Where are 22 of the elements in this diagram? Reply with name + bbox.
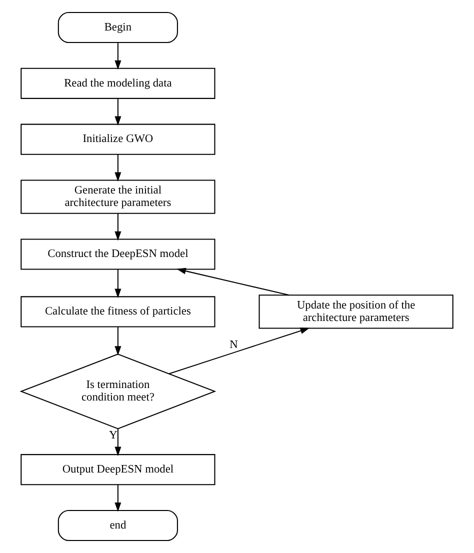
arrow [114,326,122,356]
edge-label: N [230,338,238,351]
node-box: Read the modeling data [20,68,216,99]
node-box: Begin [58,12,178,44]
node-box: Initialize GWO [20,124,216,155]
node-box: Construct the DeepESN model [20,238,216,270]
node-box: Output DeepESN model [20,454,216,486]
node-box: Calculate the fitness of particles [20,296,216,328]
node-box: Update the position of the architecture parameters [258,294,454,329]
node-diamond: Is termination condition meet? [20,354,216,430]
arrow [114,98,122,126]
arrow [114,214,122,241]
arrow [114,42,122,70]
arrow [168,328,310,374]
node-box: Generate the initial architecture parameters [20,180,216,214]
arrow [114,428,122,456]
arrow [114,269,122,298]
node-box: end [58,510,178,542]
edge-label: Y [109,429,118,442]
arrow [176,268,290,296]
arrow [114,154,122,182]
arrow [114,484,122,512]
